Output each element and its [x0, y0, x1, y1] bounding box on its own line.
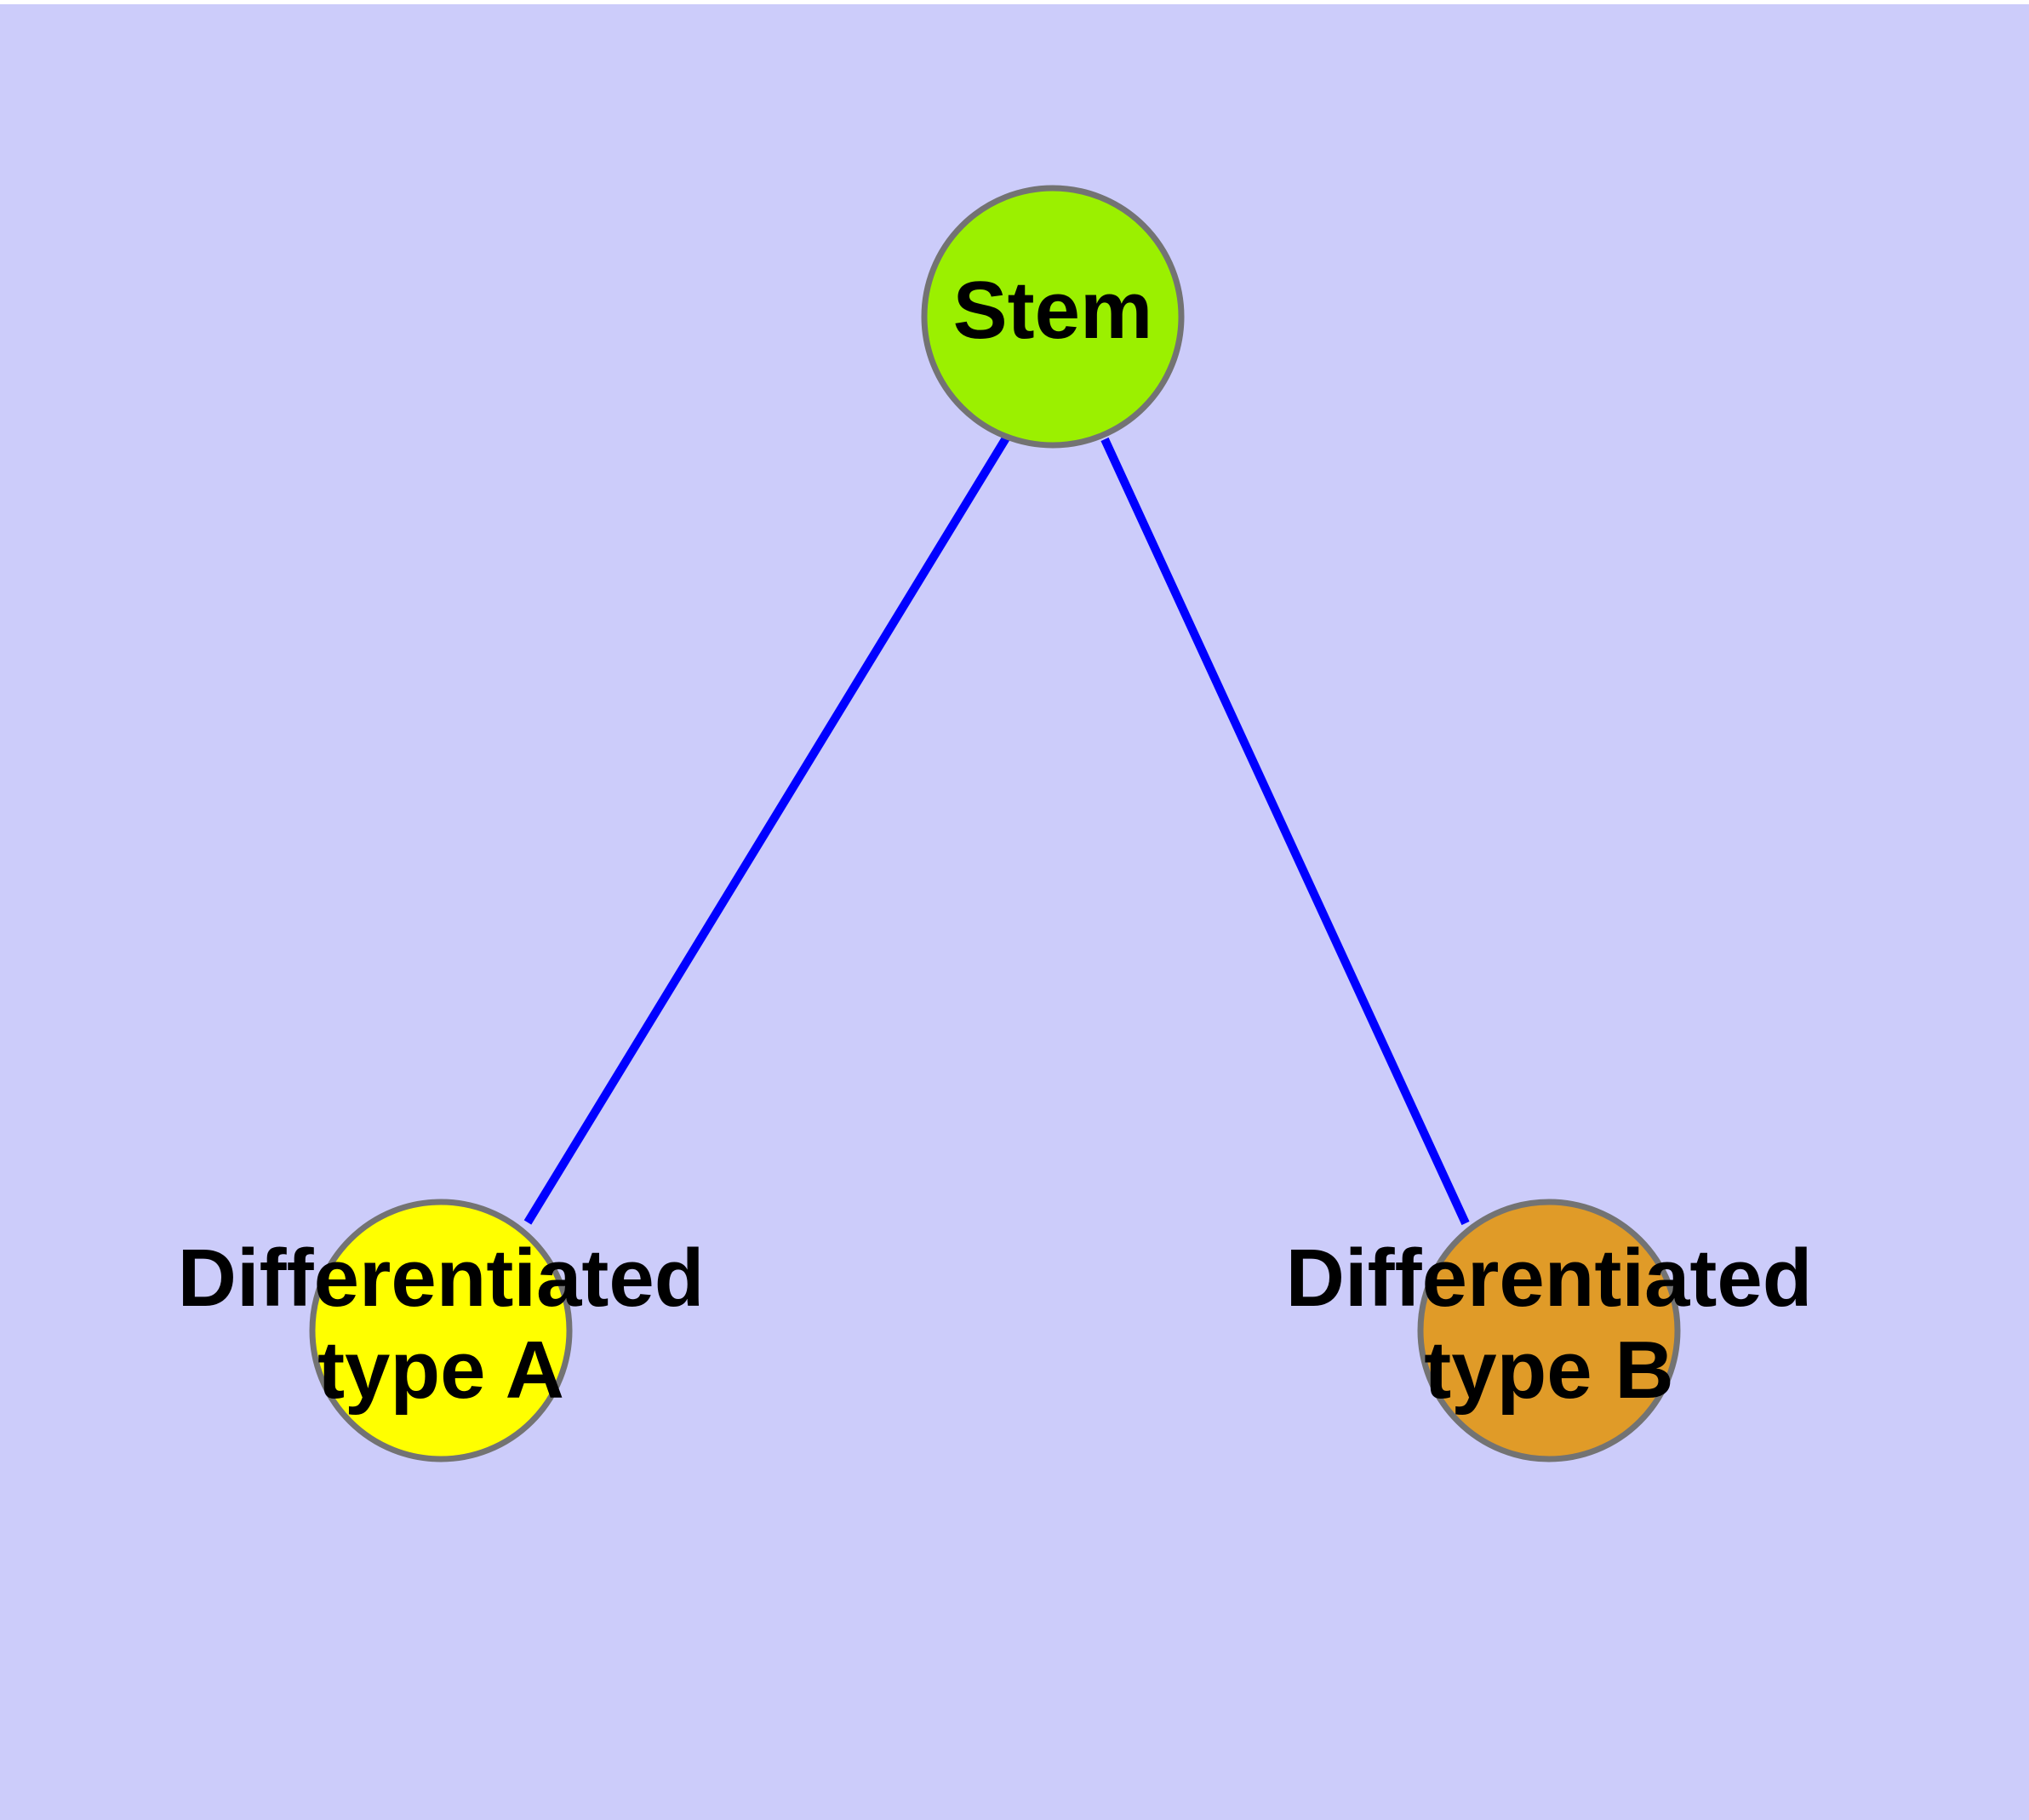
node-differentiated-type-a-circle[interactable]: [309, 1199, 573, 1462]
edge-layer: [523, 434, 1470, 1226]
edge-stem-to-differentiated-type-b[interactable]: [1100, 437, 1470, 1226]
node-differentiated-type-b-circle[interactable]: [1417, 1199, 1681, 1462]
node-stem-label: Stem: [953, 265, 1153, 356]
node-stem[interactable]: Stem: [921, 185, 1185, 449]
node-stem-circle[interactable]: [921, 185, 1185, 449]
edge-stem-to-differentiated-type-a[interactable]: [523, 434, 1011, 1225]
